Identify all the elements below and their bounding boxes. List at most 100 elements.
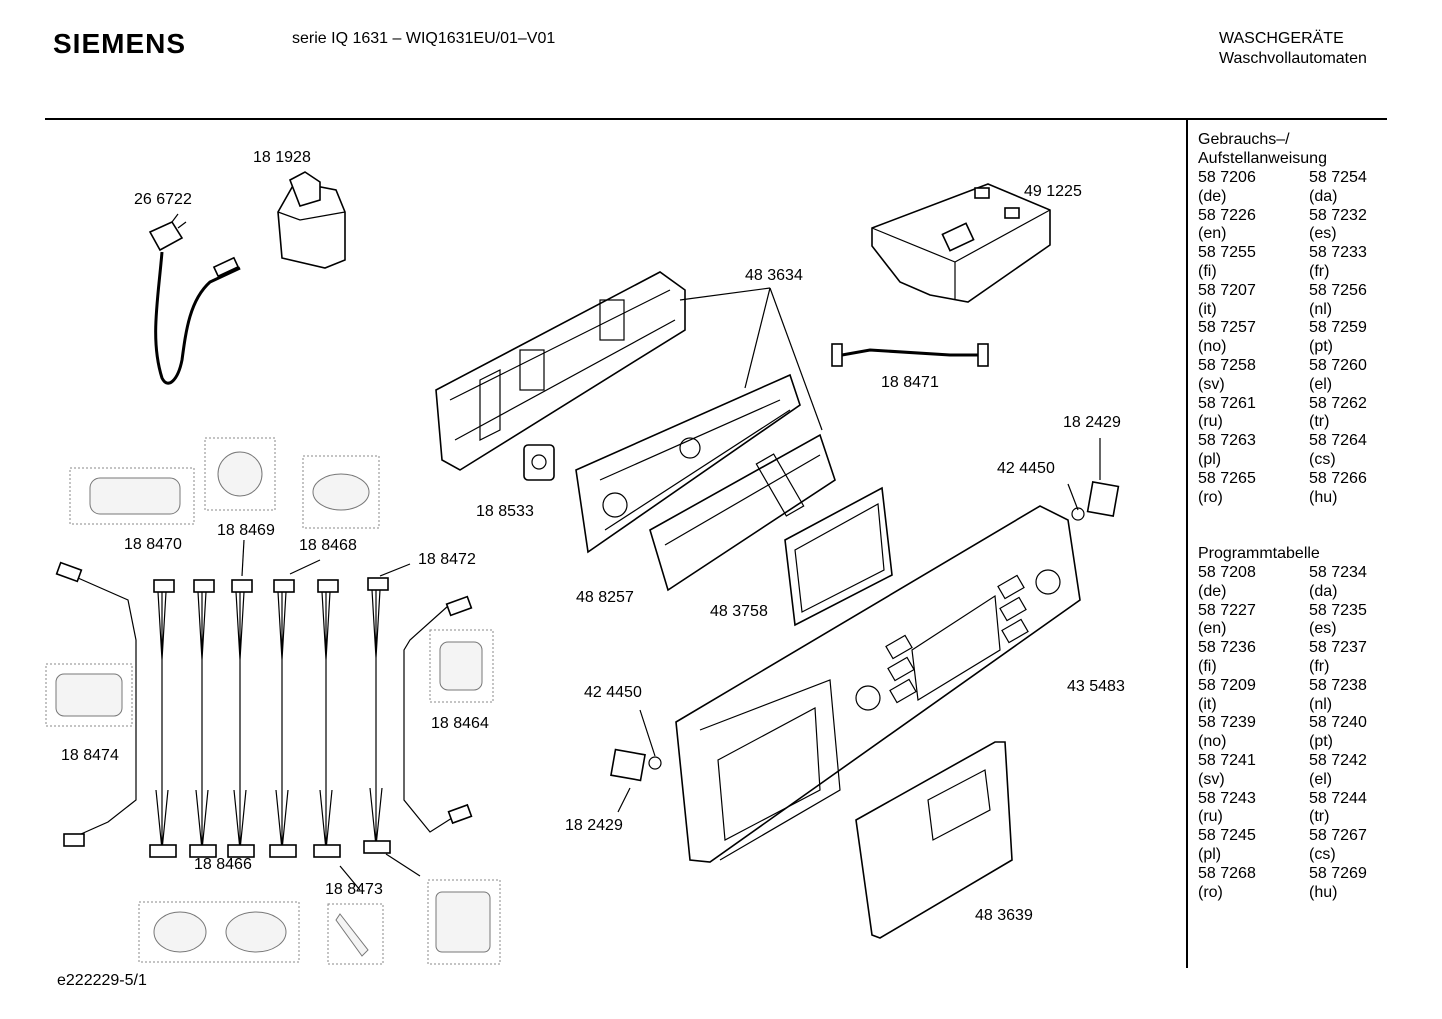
part-label-188466: 18 8466 <box>194 856 252 873</box>
doc-col-1: (de) <box>1198 187 1227 205</box>
side-harness-right-drawing <box>403 595 473 833</box>
doc-col-1: (it) <box>1198 300 1217 318</box>
interference-filter-drawing <box>277 171 346 269</box>
doc-col-1: (ro) <box>1198 883 1223 901</box>
doc-col-2: 58 7244 <box>1309 789 1367 807</box>
part-label-188472: 18 8472 <box>418 551 476 568</box>
part-label-483758: 48 3758 <box>710 603 768 620</box>
exploded-view-diagram <box>45 171 1120 965</box>
doc-col-2: 58 7267 <box>1309 827 1367 845</box>
doc-col-2: 58 7266 <box>1309 469 1367 487</box>
doc-col-2: 58 7242 <box>1309 751 1367 769</box>
doc-col-2: 58 7262 <box>1309 394 1367 412</box>
doc-col-2: (tr) <box>1309 808 1330 826</box>
clip-bottom-drawing <box>610 748 662 782</box>
doc-col-2: (fr) <box>1309 262 1330 280</box>
doc-col-1: 58 7261 <box>1198 394 1256 412</box>
doc-col-2: 58 7240 <box>1309 714 1367 732</box>
doc-col-2: 58 7264 <box>1309 432 1367 450</box>
doc-col-1: 58 7208 <box>1198 564 1256 581</box>
part-label-266722: 26 6722 <box>134 191 192 208</box>
doc-col-1: 58 7263 <box>1198 432 1256 450</box>
doc-col-2: (da) <box>1309 582 1338 600</box>
doc-col-1: 58 7226 <box>1198 206 1256 224</box>
doc-col-1: (pl) <box>1198 450 1222 468</box>
doc-col-2: (da) <box>1309 187 1338 205</box>
sidebar-divider <box>1186 120 1188 968</box>
doc-col-1: 58 7239 <box>1198 714 1256 732</box>
doc-col-1: 58 7209 <box>1198 676 1256 694</box>
detail-callouts <box>45 437 501 965</box>
program-table-title: Programmtabelle <box>1198 545 1320 562</box>
doc-col-2: (pt) <box>1309 733 1333 751</box>
drawing-id: e222229-5/1 <box>57 972 147 989</box>
doc-col-2: 58 7254 <box>1309 169 1367 186</box>
doc-col-1: 58 7258 <box>1198 356 1256 374</box>
doc-col-2: 58 7232 <box>1309 206 1367 224</box>
part-label-424450-bottom: 42 4450 <box>584 684 642 701</box>
doc-col-1: 58 7206 <box>1198 169 1256 186</box>
doc-col-1: (ro) <box>1198 488 1223 506</box>
part-label-188464: 18 8464 <box>431 715 489 732</box>
part-label-435483: 43 5483 <box>1067 678 1125 695</box>
doc-col-2: (cs) <box>1309 450 1336 468</box>
control-panel-drawing <box>675 505 1081 863</box>
doc-col-1: 58 7243 <box>1198 789 1256 807</box>
manual-title-line1: Gebrauchs–/ <box>1198 131 1290 148</box>
part-label-188469: 18 8469 <box>217 522 275 539</box>
doc-col-2: 58 7256 <box>1309 281 1367 299</box>
doc-col-2: 58 7237 <box>1309 639 1367 657</box>
doc-col-1: (no) <box>1198 733 1227 751</box>
doc-col-2: (el) <box>1309 770 1333 788</box>
wire-harness-set <box>149 577 391 858</box>
doc-col-2: 58 7235 <box>1309 601 1367 619</box>
doc-col-1: (ru) <box>1198 413 1223 431</box>
doc-col-1: 58 7255 <box>1198 244 1256 262</box>
doc-col-1: (sv) <box>1198 770 1225 788</box>
doc-col-2: (fr) <box>1309 657 1330 675</box>
doc-col-1: 58 7268 <box>1198 864 1256 882</box>
part-label-188471: 18 8471 <box>881 374 939 391</box>
doc-col-1: (en) <box>1198 620 1227 638</box>
power-cable-drawing <box>148 213 241 385</box>
part-label-188473: 18 8473 <box>325 881 383 898</box>
doc-col-2: (es) <box>1309 620 1337 638</box>
side-harness-left-drawing <box>55 561 137 847</box>
doc-col-2: 58 7234 <box>1309 564 1367 581</box>
doc-col-1: 58 7236 <box>1198 639 1256 657</box>
manual-title-line2: Aufstellanweisung <box>1198 150 1327 167</box>
doc-col-1: 58 7265 <box>1198 469 1256 487</box>
control-frame-drawing <box>435 271 686 471</box>
doc-col-1: (pl) <box>1198 845 1222 863</box>
doc-col-1: 58 7207 <box>1198 281 1256 299</box>
category-title: WASCHGERÄTE <box>1219 30 1344 47</box>
part-label-182429-bottom: 18 2429 <box>565 817 623 834</box>
electronic-board-drawing <box>575 373 801 554</box>
ribbon-cable-top-drawing <box>831 343 989 367</box>
brand-logo: SIEMENS <box>53 28 187 59</box>
part-label-188470: 18 8470 <box>124 536 182 553</box>
drawer-handle-drawing <box>855 741 1013 939</box>
doc-col-2: (pt) <box>1309 338 1333 356</box>
pressure-switch-drawing <box>523 444 555 481</box>
doc-col-1: (en) <box>1198 225 1227 243</box>
part-label-424450-top: 42 4450 <box>997 460 1055 477</box>
part-label-488257: 48 8257 <box>576 589 634 606</box>
doc-col-1: (no) <box>1198 338 1227 356</box>
part-label-182429-top: 18 2429 <box>1063 414 1121 431</box>
part-label-491225: 49 1225 <box>1024 183 1082 200</box>
doc-col-2: (es) <box>1309 225 1337 243</box>
leader-lines <box>241 287 1101 891</box>
doc-col-1: (fi) <box>1198 262 1217 280</box>
part-label-188468: 18 8468 <box>299 537 357 554</box>
header-divider <box>45 118 1387 120</box>
doc-col-2: (hu) <box>1309 488 1338 506</box>
part-label-483634: 48 3634 <box>745 267 803 284</box>
doc-col-2: 58 7238 <box>1309 676 1367 694</box>
category-subtitle: Waschvollautomaten <box>1219 50 1367 67</box>
module-housing-drawing <box>871 183 1051 303</box>
doc-col-1: 58 7245 <box>1198 827 1256 845</box>
series-title: serie IQ 1631 – WIQ1631EU/01–V01 <box>292 30 556 47</box>
clip-top-drawing <box>1071 481 1120 521</box>
doc-col-2: (el) <box>1309 375 1333 393</box>
